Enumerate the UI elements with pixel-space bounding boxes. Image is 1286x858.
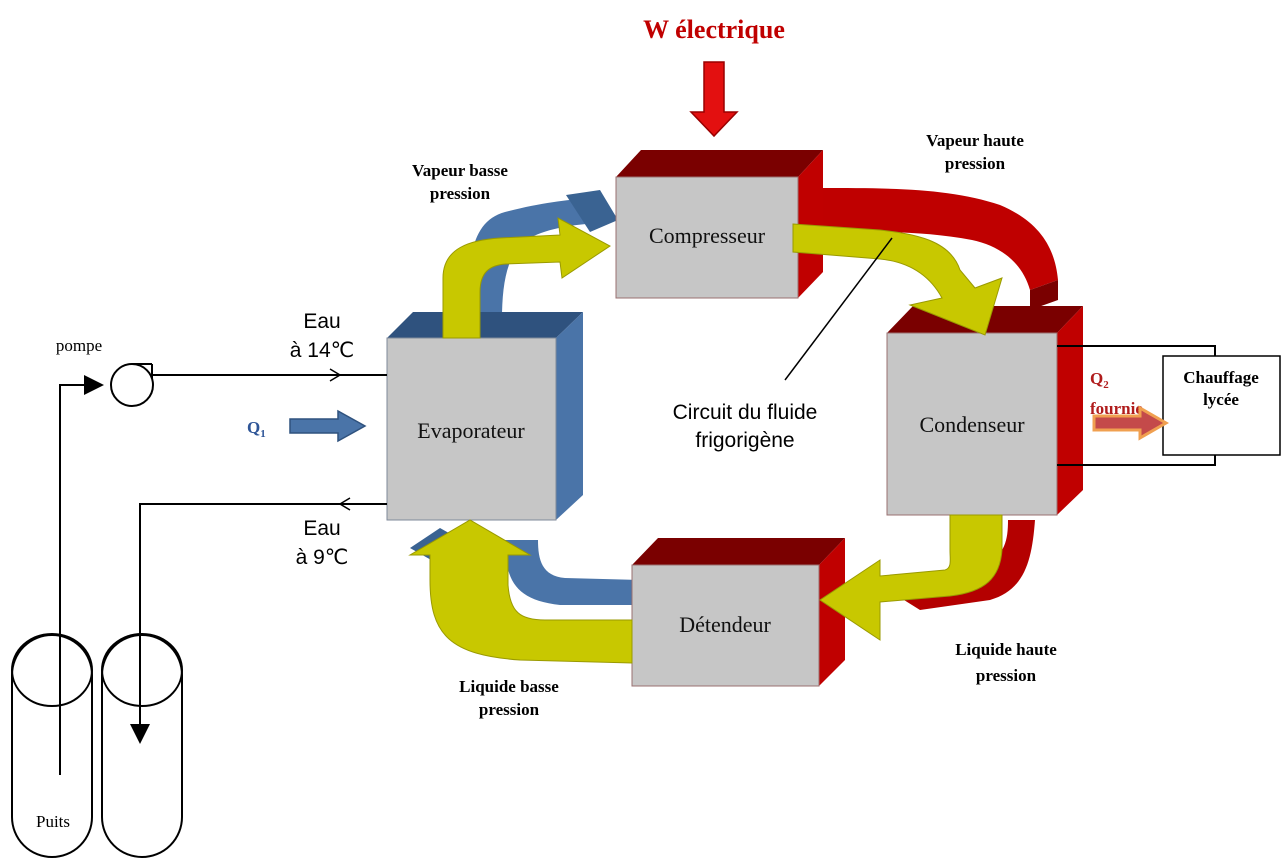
q2-label: Q2 xyxy=(1090,369,1109,391)
well-right-top xyxy=(101,633,183,707)
q1-label: Q1 xyxy=(247,418,266,440)
fluid-arrow-cond-to-det xyxy=(819,514,1003,641)
detendeur-label: Détendeur xyxy=(679,612,771,637)
title-w-electrique: W électrique xyxy=(643,15,785,44)
water-out-label-1: Eau xyxy=(303,517,340,540)
q1-arrow xyxy=(289,409,367,443)
heating-pipe-top xyxy=(1057,345,1216,356)
chauffage-box xyxy=(1162,355,1281,456)
well-label: Puits xyxy=(36,812,70,831)
condenseur-box xyxy=(886,332,1058,516)
evaporateur-box xyxy=(386,337,557,521)
fluid-arrow-det-to-evap xyxy=(408,519,633,664)
water-outlet-arrow xyxy=(338,497,351,511)
state-liquide-haute-1: Liquide haute xyxy=(955,640,1057,659)
chauffage-label-2: lycée xyxy=(1203,390,1239,409)
evaporateur-label: Evaporateur xyxy=(417,418,525,443)
hot-ribbon-top xyxy=(820,188,1058,290)
water-in-label-1: Eau xyxy=(303,310,340,333)
power-input-arrow xyxy=(689,61,739,138)
state-vapeur-basse-2: pression xyxy=(430,184,491,203)
compresseur-box-side xyxy=(798,150,823,298)
cold-ribbon-top-head xyxy=(566,190,618,232)
heating-pipe-bottom xyxy=(1057,455,1216,466)
q2-arrow xyxy=(1092,405,1170,441)
hot-ribbon-top-shade xyxy=(1030,280,1058,310)
circuit-leader-line xyxy=(784,237,893,381)
q2-fournie: fournie xyxy=(1090,399,1143,418)
detendeur-box-top xyxy=(632,538,845,565)
water-outlet-pipe xyxy=(130,503,387,744)
water-out-label-2: à 9℃ xyxy=(296,546,349,569)
circuit-label-line1: Circuit du fluide xyxy=(673,401,818,424)
state-vapeur-basse-1: Vapeur basse xyxy=(412,161,508,180)
cold-ribbon-top xyxy=(468,198,612,320)
evaporateur-box-side xyxy=(556,312,583,520)
state-vapeur-haute-2: pression xyxy=(945,154,1006,173)
water-inlet-arrow xyxy=(329,368,342,382)
compresseur-box xyxy=(615,176,799,299)
compresseur-box-top xyxy=(616,150,823,177)
detendeur-box xyxy=(631,564,820,687)
state-vapeur-haute-1: Vapeur haute xyxy=(926,131,1024,150)
cold-ribbon-bottom xyxy=(505,540,640,605)
water-in-label-2: à 14℃ xyxy=(290,339,354,362)
condenseur-box-side xyxy=(1057,306,1083,515)
state-liquide-basse-2: pression xyxy=(479,700,540,719)
evaporateur-box-top xyxy=(387,312,583,338)
compresseur-label: Compresseur xyxy=(649,223,766,248)
pump-symbol xyxy=(110,363,154,407)
state-liquide-basse-1: Liquide basse xyxy=(459,677,559,696)
condenseur-label: Condenseur xyxy=(919,412,1025,437)
well-right xyxy=(101,634,183,858)
pump-label: pompe xyxy=(56,336,102,355)
circuit-label-line2: frigorigène xyxy=(695,429,794,452)
well-left-top xyxy=(11,633,93,707)
fluid-arrow-comp-to-cond xyxy=(792,223,1003,336)
fluid-arrow-evap-to-comp xyxy=(442,217,611,339)
pump-suction-pipe xyxy=(59,375,104,775)
state-liquide-haute-2: pression xyxy=(976,666,1037,685)
chauffage-label-1: Chauffage xyxy=(1183,368,1259,387)
detendeur-box-side xyxy=(819,538,845,686)
